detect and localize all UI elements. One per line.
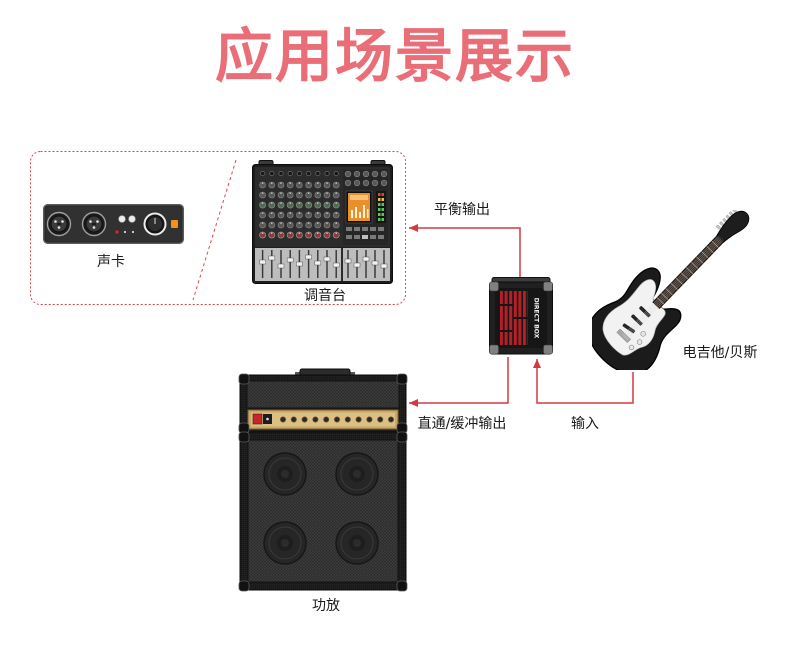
thru-output-label: 直通/缓冲输出 <box>417 416 507 432</box>
page-title: 应用场景展示 <box>214 22 575 90</box>
thru-output-arrow <box>409 357 509 407</box>
level-meter <box>376 191 386 223</box>
status-led-icon <box>115 230 135 234</box>
channel-knob-grid <box>258 180 341 240</box>
guitar-strings <box>622 235 724 341</box>
frame-divider <box>192 159 237 301</box>
di-box-icon: DIRECT BOX <box>489 277 553 355</box>
recording-setup-frame <box>30 151 406 305</box>
control-buttons <box>346 227 384 239</box>
audio-interface-icon <box>43 204 184 244</box>
amp-knob-icon <box>280 416 394 423</box>
guitar-bridge <box>616 328 631 343</box>
balanced-output-label: 平衡输出 <box>434 202 490 218</box>
amp-corner-protectors <box>238 373 408 592</box>
amp-head <box>239 368 407 434</box>
guitar-label: 电吉他/贝斯 <box>682 345 758 361</box>
mixer-label: 调音台 <box>304 288 346 304</box>
amplifier-label: 功放 <box>312 598 340 614</box>
guitar-knobs <box>628 331 646 351</box>
amp-cabinet <box>239 431 407 591</box>
volume-knob-icon <box>143 212 167 236</box>
electric-guitar-icon <box>592 210 750 370</box>
input-label: 输入 <box>571 416 599 432</box>
power-switch-icon <box>252 413 263 425</box>
input-jack-row <box>258 169 341 178</box>
master-knob-row <box>344 170 388 187</box>
di-box-brand-text: DIRECT BOX <box>533 298 540 339</box>
speaker-icon <box>335 521 379 565</box>
mixing-console-icon <box>252 160 393 284</box>
guitar-amplifier-icon <box>238 368 408 592</box>
combo-jack-icon <box>46 211 72 237</box>
di-box-grille <box>500 291 528 345</box>
gain-knob-icon <box>118 215 136 223</box>
input-arrow <box>533 359 634 404</box>
combo-jack-icon <box>81 211 107 237</box>
amp-control-panel <box>247 409 399 430</box>
speaker-icon <box>263 452 307 496</box>
di-box-corner-caps <box>489 281 553 355</box>
guitar-pickups <box>622 306 651 334</box>
speaker-icon <box>335 452 379 496</box>
balanced-output-arrow <box>409 224 521 277</box>
orange-led-icon <box>171 220 178 228</box>
guitar-headstock <box>716 210 750 243</box>
speaker-icon <box>263 521 307 565</box>
fader-section <box>255 248 390 281</box>
guitar-neck <box>652 233 726 310</box>
display-screen <box>345 190 373 224</box>
sound-card-label: 声卡 <box>97 254 125 270</box>
